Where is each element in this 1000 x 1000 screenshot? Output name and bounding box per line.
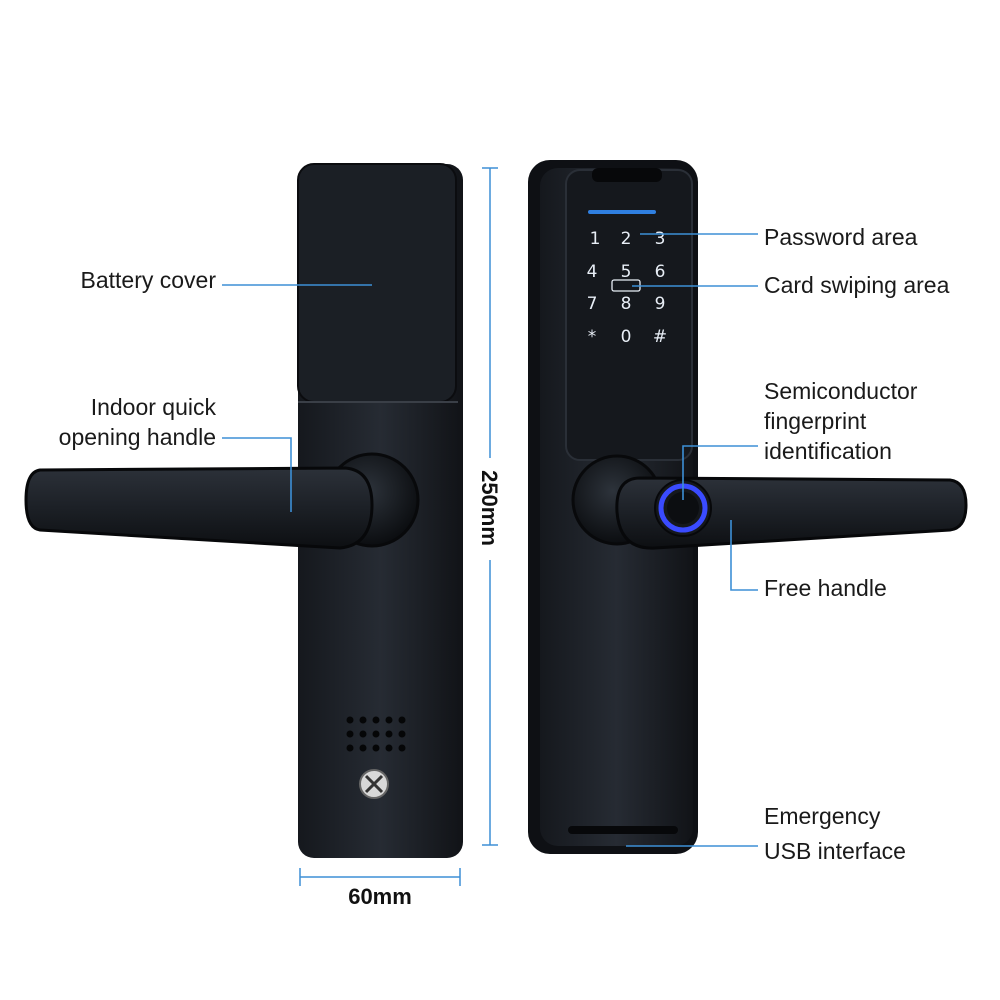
label-password-area: Password area: [764, 224, 918, 250]
label-card-swiping-area: Card swiping area: [764, 272, 950, 298]
width-label: 60mm: [348, 884, 412, 909]
battery-cover: [297, 163, 457, 403]
height-dimension: 250mm: [477, 167, 502, 846]
status-light: [588, 210, 656, 214]
keypad-key[interactable]: 5: [621, 262, 632, 282]
keypad-key[interactable]: 7: [587, 294, 598, 314]
label-fingerprint-1: Semiconductor: [764, 378, 918, 404]
keypad-key[interactable]: 3: [655, 229, 666, 249]
keypad-key[interactable]: 0: [621, 327, 632, 347]
label-battery-cover: Battery cover: [81, 267, 217, 293]
outdoor-panel: 1 2 3 4 5 6 7 8 9 * 0 #: [528, 160, 968, 854]
callout-labels: Battery cover Indoor quick opening handl…: [59, 224, 950, 864]
speaker-grille: [346, 716, 406, 752]
leader-lines: [222, 233, 758, 847]
leader-indoor-handle: [222, 437, 292, 512]
leader-fingerprint: [682, 445, 758, 500]
indoor-handle: [24, 466, 374, 550]
label-free-handle: Free handle: [764, 575, 887, 601]
label-usb-2: USB interface: [764, 838, 906, 864]
label-usb-1: Emergency: [764, 803, 881, 829]
keypad-key[interactable]: 8: [621, 294, 632, 314]
keypad-key[interactable]: #: [653, 327, 667, 347]
keypad-key[interactable]: 2: [621, 229, 632, 249]
label-indoor-handle-2: opening handle: [59, 424, 216, 450]
keypad-key[interactable]: 6: [655, 262, 666, 282]
label-fingerprint-2: fingerprint: [764, 408, 867, 434]
keypad-key[interactable]: 1: [590, 229, 601, 249]
keypad-key[interactable]: 4: [587, 262, 598, 282]
keypad-key[interactable]: *: [588, 327, 597, 347]
keypad-key[interactable]: 9: [655, 294, 666, 314]
keypad: 1 2 3 4 5 6 7 8 9 * 0 #: [587, 229, 668, 347]
top-notch: [592, 168, 662, 182]
width-dimension: 60mm: [299, 868, 461, 909]
indoor-panel: [24, 163, 463, 858]
label-fingerprint-3: identification: [764, 438, 892, 464]
label-indoor-handle-1: Indoor quick: [91, 394, 217, 420]
height-label: 250mm: [477, 470, 502, 546]
leader-free-handle: [730, 520, 758, 591]
usb-slot: [568, 826, 678, 834]
screw-icon: [359, 769, 389, 799]
